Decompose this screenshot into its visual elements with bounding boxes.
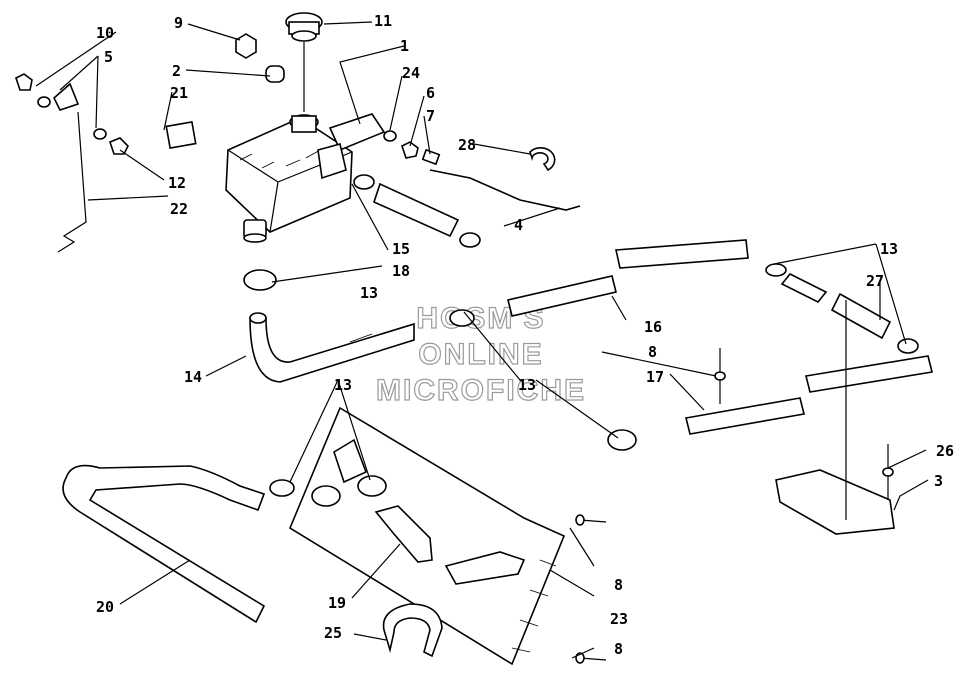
callout-20: 20 [96,598,114,616]
washer-5b [93,128,107,140]
hardware-parts [15,33,556,253]
callout-8-top: 8 [648,343,657,361]
callout-15: 15 [392,240,410,258]
clamp-25 [382,603,443,658]
hose-20 [62,464,266,624]
clamp-28 [529,146,556,172]
callout-9: 9 [174,14,183,32]
heat-exchanger-assembly [449,239,933,451]
callout-26: 26 [936,442,954,460]
callout-18: 18 [392,262,410,280]
spacer-2 [265,65,285,83]
callout-4: 4 [514,216,523,234]
nut-6 [401,141,419,159]
hose-19 [374,505,433,563]
screws-8 [575,514,607,664]
pad-21 [165,120,197,150]
callout-8-bottom: 8 [614,640,623,658]
washer-5a [37,96,51,108]
callout-14: 14 [184,368,202,386]
heat-shield-23 [288,406,566,666]
coolant-reservoir-tank [225,113,386,243]
callout-17: 17 [646,368,664,386]
radiator-cap [285,12,323,112]
hose-15-assembly [353,174,481,248]
callout-27: 27 [866,272,884,290]
callout-13-left: 13 [334,376,352,394]
clamp-13-left [269,479,295,497]
watermark-line-2: ONLINE [418,338,543,371]
callout-1: 1 [400,37,409,55]
callout-13-mid: 13 [518,376,536,394]
rod-22 [57,111,87,253]
callout-19: 19 [328,594,346,612]
callout-3: 3 [934,472,943,490]
callout-11: 11 [374,12,392,30]
callout-12: 12 [168,174,186,192]
hose-27 [830,292,892,340]
callout-labels: 1 2 3 4 5 6 7 8 8 8 9 10 11 12 13 13 13 … [96,12,954,658]
callout-2: 2 [172,62,181,80]
callout-16: 16 [644,318,662,336]
bracket-5 [53,82,80,111]
callout-8-mid: 8 [614,576,623,594]
callout-23: 23 [610,610,628,628]
leader-lines [35,21,929,659]
callout-21: 21 [170,84,188,102]
callout-5: 5 [104,48,113,66]
bolt-7 [421,148,441,166]
bolt-10 [15,73,33,91]
callout-6: 6 [426,84,435,102]
callout-13-right: 13 [880,240,898,258]
callout-25: 25 [324,624,342,642]
nut-12 [109,137,129,155]
callout-10: 10 [96,24,114,42]
callout-13-top: 13 [360,284,378,302]
callout-24: 24 [402,64,420,82]
gear-washer-9 [235,33,257,59]
vent-hose-4 [429,169,581,211]
bracket-3 [775,300,895,535]
watermark: HOSM'S ONLINE MICROFICHE [375,301,586,407]
hose-14-assembly [243,269,415,383]
callout-28: 28 [458,136,476,154]
watermark-line-3: MICROFICHE [376,374,586,407]
exchanger-17 [685,397,805,435]
exchanger-16 [507,275,617,317]
washer-24 [383,130,397,142]
callout-22: 22 [170,200,188,218]
callout-7: 7 [426,107,435,125]
